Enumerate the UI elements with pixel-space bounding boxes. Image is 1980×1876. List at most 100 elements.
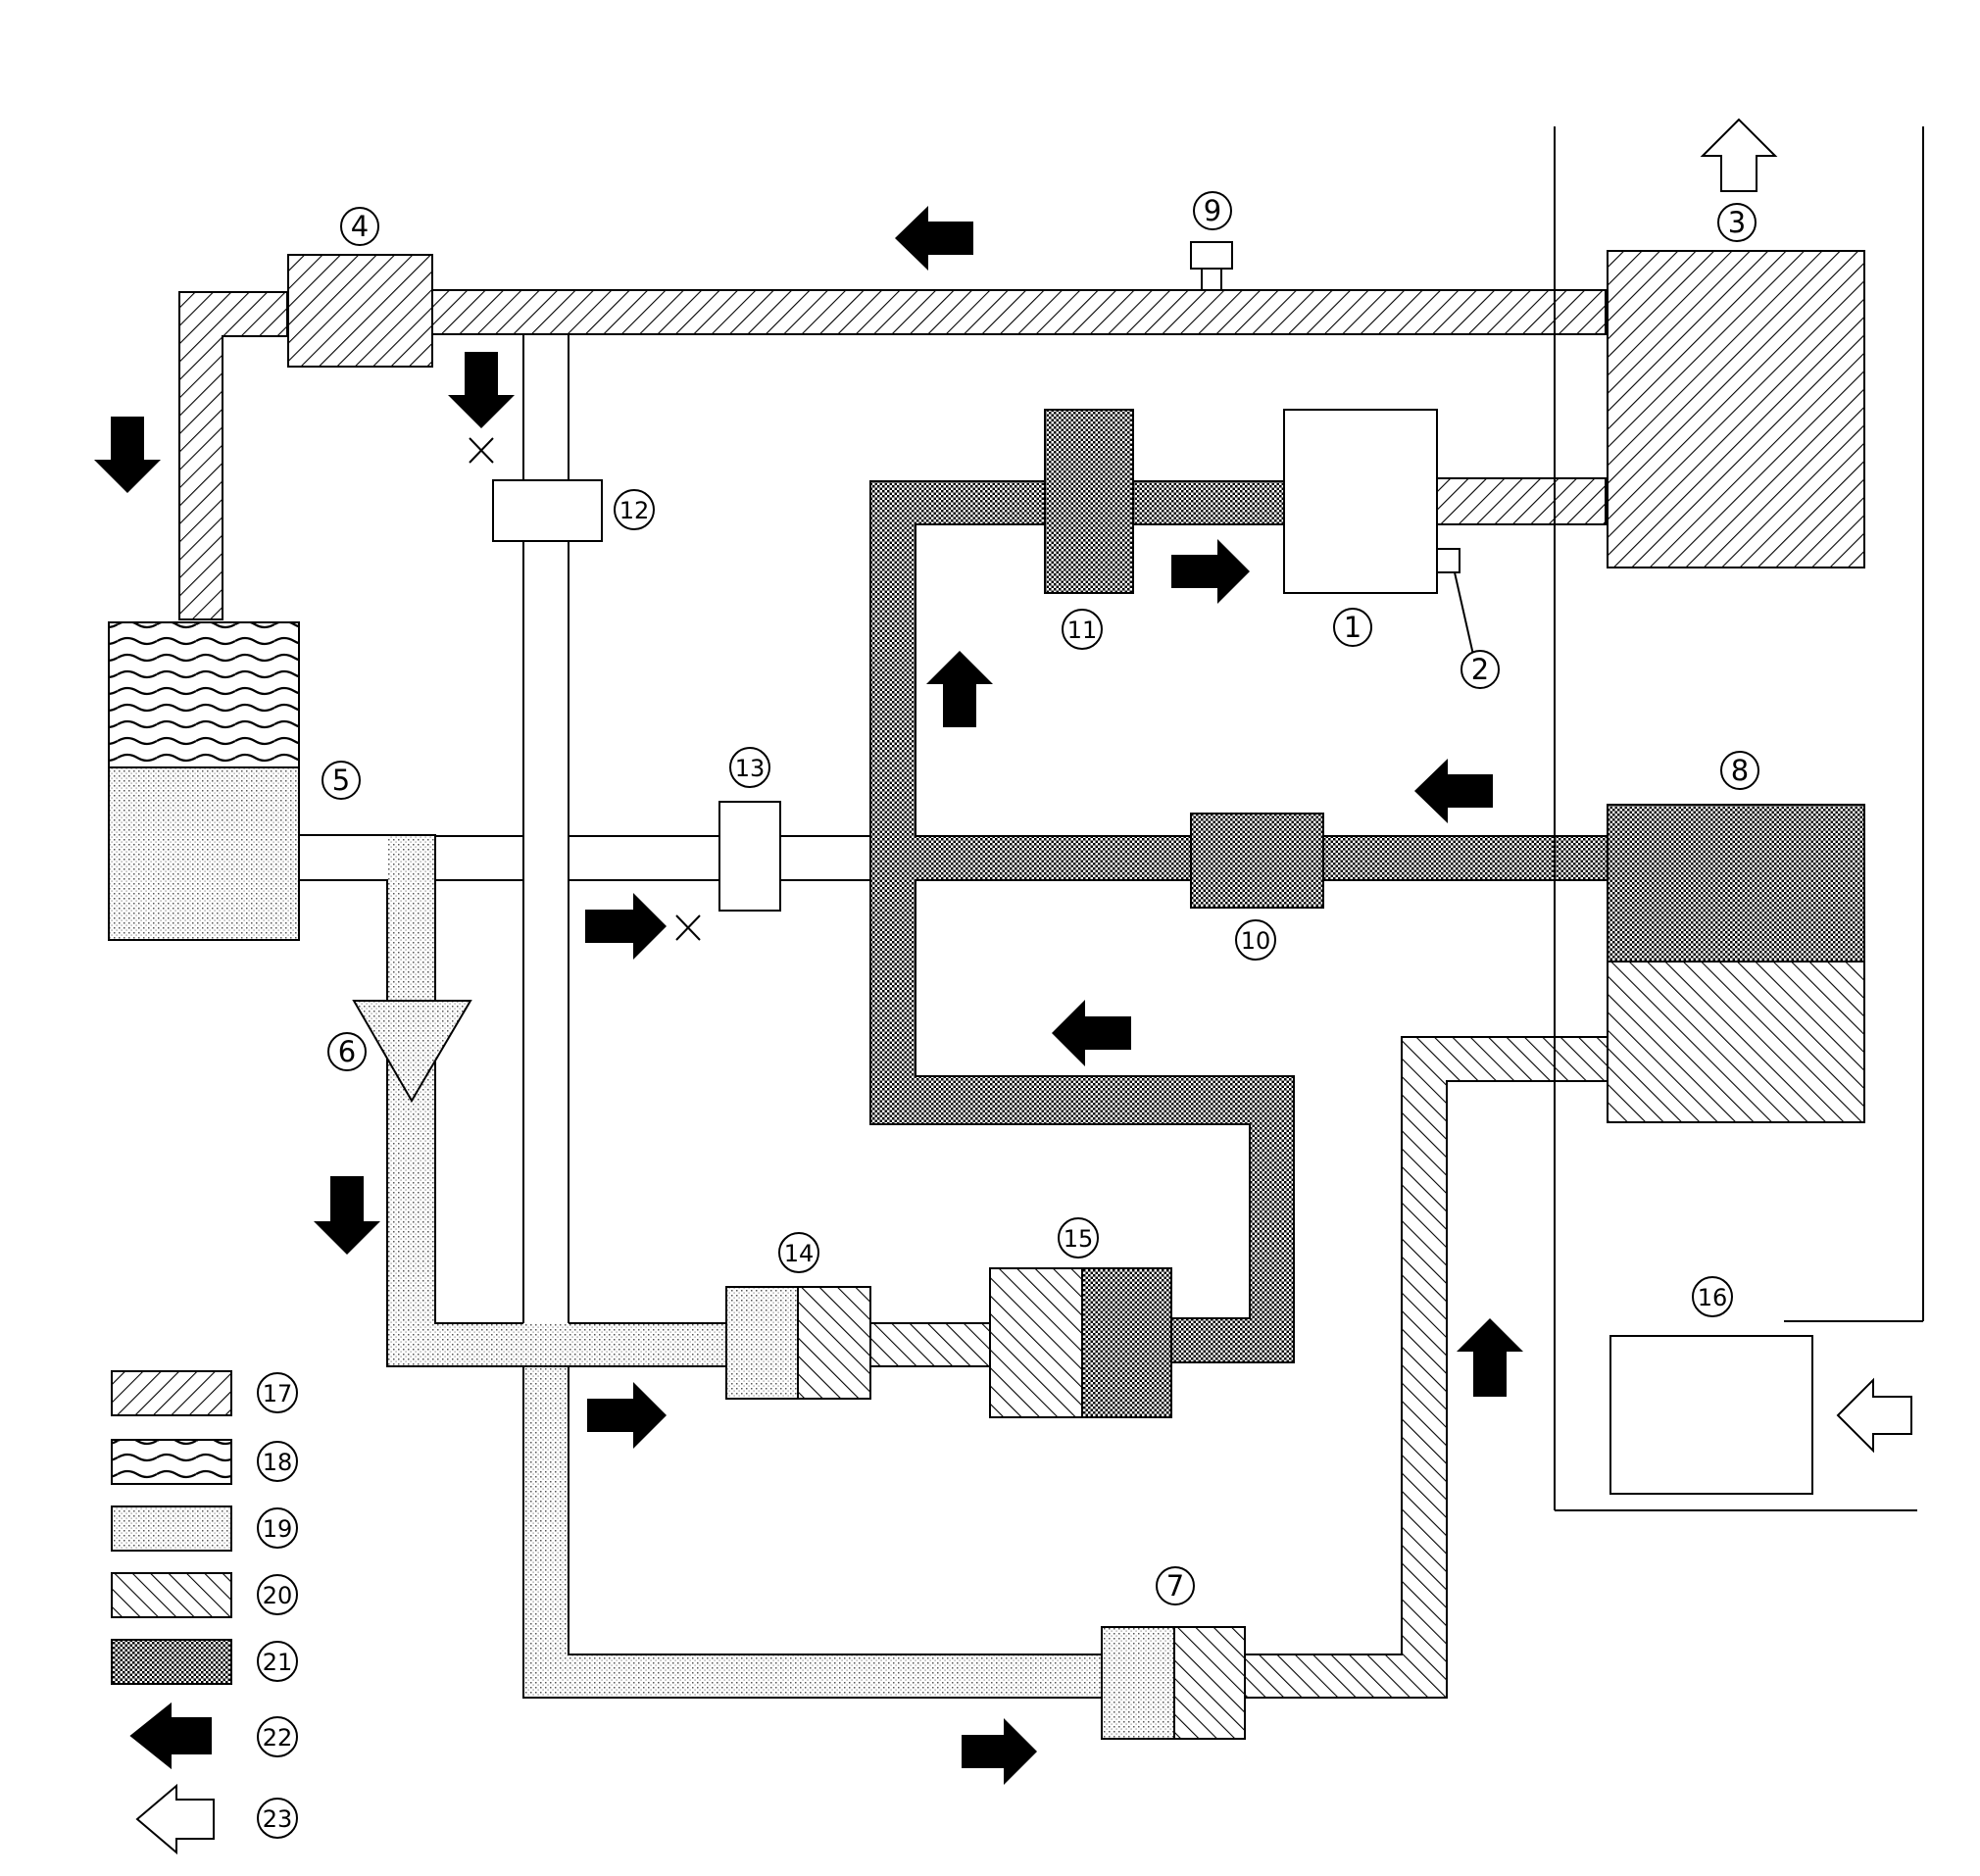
- hollow-arrow-icon: [1836, 1377, 1912, 1454]
- svg-text:8: 8: [1731, 754, 1749, 787]
- component-15-left: [989, 1267, 1083, 1418]
- solid-arrow-icon: [314, 1176, 380, 1255]
- hollow-arrow-icon: [1700, 118, 1778, 192]
- svg-text:6: 6: [338, 1035, 356, 1068]
- legend-solid-arrow-icon: [129, 1702, 212, 1770]
- legend: [111, 1370, 232, 1855]
- callout-5: 5: [322, 761, 361, 800]
- svg-text:13: 13: [735, 755, 766, 782]
- callout-9: 9: [1193, 191, 1232, 230]
- svg-text:18: 18: [263, 1449, 293, 1476]
- component-13: [718, 801, 781, 912]
- svg-text:21: 21: [263, 1649, 293, 1676]
- svg-text:5: 5: [332, 764, 350, 797]
- pipe-top-main: [431, 289, 1607, 335]
- svg-text:4: 4: [351, 210, 369, 243]
- component-10: [1190, 813, 1324, 909]
- solid-arrow-icon: [448, 352, 515, 428]
- hollow-arrows: [1700, 118, 1912, 1454]
- solid-arrow-icon: [1457, 1318, 1523, 1397]
- callout-21: 21: [257, 1641, 298, 1682]
- component-5-lower: [108, 766, 300, 941]
- component-3: [1607, 250, 1865, 568]
- callout-12: 12: [614, 489, 655, 530]
- solid-arrow-icon: [962, 1718, 1037, 1785]
- components: [108, 241, 1865, 1740]
- flow-arrows: [94, 206, 1523, 1785]
- svg-text:12: 12: [619, 497, 650, 524]
- callout-15: 15: [1058, 1217, 1099, 1259]
- solid-arrow-icon: [94, 417, 161, 493]
- component-8-lower: [1607, 961, 1865, 1123]
- callout-16: 16: [1692, 1276, 1733, 1317]
- callout-7: 7: [1156, 1566, 1195, 1605]
- callout-8: 8: [1720, 751, 1759, 790]
- solid-arrow-icon: [1171, 539, 1250, 604]
- component-5-upper: [108, 621, 300, 778]
- svg-text:1: 1: [1344, 611, 1361, 644]
- svg-text:19: 19: [263, 1515, 293, 1543]
- callout-4: 4: [340, 207, 379, 246]
- svg-text:17: 17: [263, 1380, 293, 1407]
- svg-text:22: 22: [263, 1724, 293, 1752]
- component-7-left: [1101, 1626, 1175, 1740]
- legend-swatch-hatch-fwd: [111, 1370, 232, 1416]
- pipe-light-5-to-14: [299, 835, 726, 1366]
- legend-swatch-dots-light: [111, 1506, 232, 1552]
- component-16: [1609, 1335, 1813, 1495]
- callout-23: 23: [257, 1798, 298, 1839]
- svg-text:16: 16: [1698, 1284, 1728, 1311]
- solid-arrow-icon: [926, 651, 993, 727]
- callout-11: 11: [1062, 609, 1103, 650]
- pipe-14-to-15: [869, 1322, 991, 1367]
- solid-arrow-icon: [585, 893, 667, 960]
- callout-18: 18: [257, 1441, 298, 1482]
- callout-2: 2: [1460, 650, 1500, 689]
- callout-22: 22: [257, 1716, 298, 1757]
- callout-14: 14: [778, 1232, 819, 1273]
- component-12: [492, 479, 603, 542]
- callout-1: 1: [1333, 608, 1372, 647]
- callouts: 1 2 3 4 5 6 7 8 9 10 11 12 13 14 15 16 1…: [257, 191, 1759, 1839]
- component-15-right: [1081, 1267, 1172, 1418]
- component-7-right: [1173, 1626, 1246, 1740]
- solid-arrow-icon: [1414, 759, 1493, 823]
- component-2: [1436, 548, 1460, 573]
- x-marks: [469, 437, 701, 941]
- svg-text:20: 20: [263, 1582, 293, 1609]
- callout-19: 19: [257, 1507, 298, 1549]
- svg-text:11: 11: [1067, 617, 1098, 644]
- callout-10: 10: [1235, 919, 1276, 961]
- callout-17: 17: [257, 1372, 298, 1413]
- pipe-top-return: [178, 291, 288, 620]
- pipe-1-to-3: [1436, 477, 1607, 525]
- component-14-left: [725, 1286, 799, 1400]
- solid-arrow-icon: [587, 1382, 667, 1449]
- svg-text:15: 15: [1064, 1225, 1094, 1253]
- legend-swatch-dots-dark: [111, 1639, 232, 1685]
- svg-text:7: 7: [1166, 1569, 1184, 1603]
- legend-swatch-wave: [111, 1439, 232, 1485]
- legend-hollow-arrow-icon: [135, 1783, 215, 1855]
- component-6: [352, 1000, 472, 1103]
- legend-swatch-hatch-back: [111, 1572, 232, 1618]
- svg-text:9: 9: [1204, 194, 1221, 227]
- component-9: [1190, 241, 1233, 270]
- callout-13: 13: [729, 747, 770, 788]
- callout-3: 3: [1717, 203, 1757, 242]
- component-11: [1044, 409, 1134, 594]
- solid-arrow-icon: [1052, 1000, 1131, 1066]
- svg-text:14: 14: [784, 1240, 815, 1267]
- solid-arrow-icon: [895, 206, 973, 271]
- component-1: [1283, 409, 1438, 594]
- pipe-horizontal-white-left: [434, 835, 524, 881]
- enclosure-lines: [1554, 126, 1924, 1511]
- pipe-light-junction: [523, 1323, 569, 1366]
- callout-20: 20: [257, 1574, 298, 1615]
- svg-text:10: 10: [1241, 927, 1271, 955]
- component-14-right: [797, 1286, 871, 1400]
- component-4: [287, 254, 433, 368]
- pipe-dark-loop: [869, 480, 1609, 1363]
